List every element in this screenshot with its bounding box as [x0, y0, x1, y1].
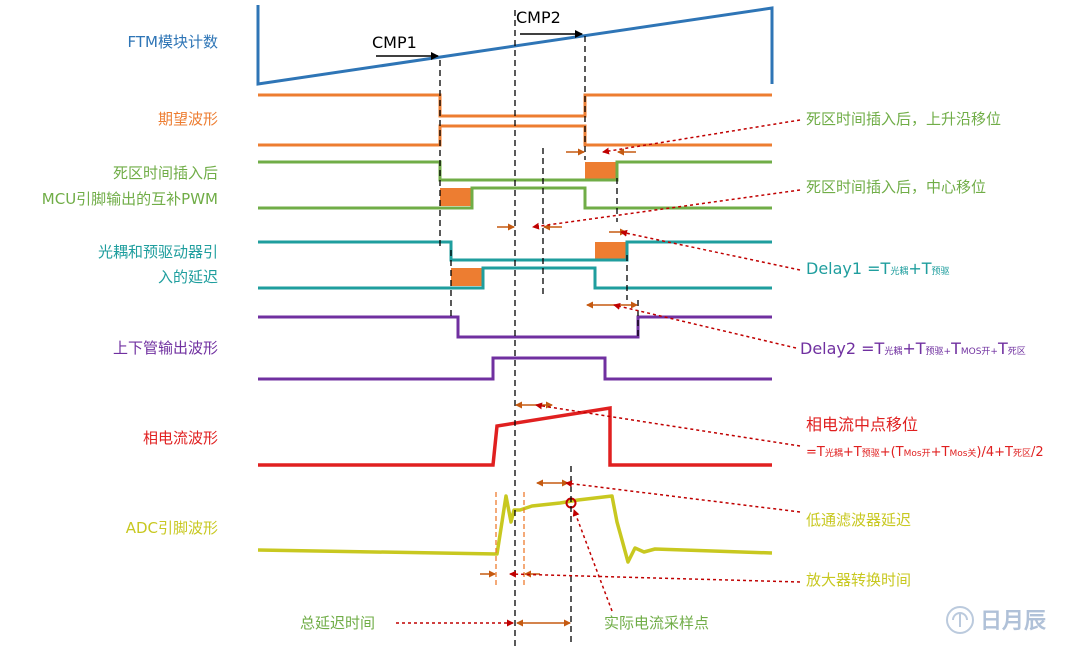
note-center-shift: 死区时间插入后，中心移位 — [806, 178, 986, 196]
label-ftm: FTM模块计数 — [128, 33, 218, 51]
callout-lines — [396, 119, 801, 627]
opto-wave-bottom — [258, 266, 772, 290]
cmp1-label: CMP1 — [372, 33, 417, 52]
opto-block-2 — [451, 268, 483, 286]
note-formula: =T光耦+T预驱+(TMos开+TMos关)/4+T死区/2 — [806, 445, 1044, 460]
deadtime-block-1 — [585, 162, 617, 180]
opto-wave-top — [258, 240, 772, 262]
measure-arrows — [480, 148, 638, 627]
note-total-delay: 总延迟时间 — [300, 614, 375, 632]
expected-wave-bottom — [258, 124, 772, 147]
deadtime-block-2 — [440, 188, 472, 206]
watermark-text: 日月辰 — [980, 609, 1046, 634]
note-delay2: Delay2 =T光耦+T预驱+TMOS开+T死区 — [800, 339, 1026, 358]
watermark-logo — [946, 606, 974, 634]
cmp2-label: CMP2 — [516, 8, 561, 27]
mosfet-wave-bottom — [258, 356, 772, 381]
label-adc: ADC引脚波形 — [126, 519, 218, 537]
label-optocoupler-2: 入的延迟 — [158, 268, 218, 286]
note-delay1: Delay1 =T光耦+T预驱 — [806, 259, 950, 278]
label-mosfet: 上下管输出波形 — [113, 339, 218, 357]
guide-lines — [439, 10, 639, 646]
deadtime-wave-bottom — [258, 186, 772, 210]
label-expected: 期望波形 — [158, 110, 218, 128]
label-deadtime-1: 死区时间插入后 — [113, 164, 218, 182]
expected-wave-top — [258, 93, 772, 118]
adc-wave — [257, 494, 773, 564]
opto-block-1 — [595, 242, 627, 260]
note-rising-shift: 死区时间插入后，上升沿移位 — [806, 110, 1001, 128]
note-amp-time: 放大器转换时间 — [806, 571, 911, 589]
mosfet-wave-top — [258, 315, 772, 339]
label-deadtime-2: MCU引脚输出的互补PWM — [42, 190, 218, 208]
label-phase-current: 相电流波形 — [143, 429, 218, 447]
note-sample-point: 实际电流采样点 — [604, 614, 709, 632]
label-optocoupler-1: 光耦和预驱动器引 — [98, 243, 218, 261]
ftm-counter-wave — [256, 5, 774, 86]
note-lowpass: 低通滤波器延迟 — [806, 511, 911, 529]
note-current-center-shift: 相电流中点移位 — [806, 415, 918, 434]
phase-current-wave — [258, 405, 772, 467]
deadtime-wave-top — [258, 160, 772, 182]
